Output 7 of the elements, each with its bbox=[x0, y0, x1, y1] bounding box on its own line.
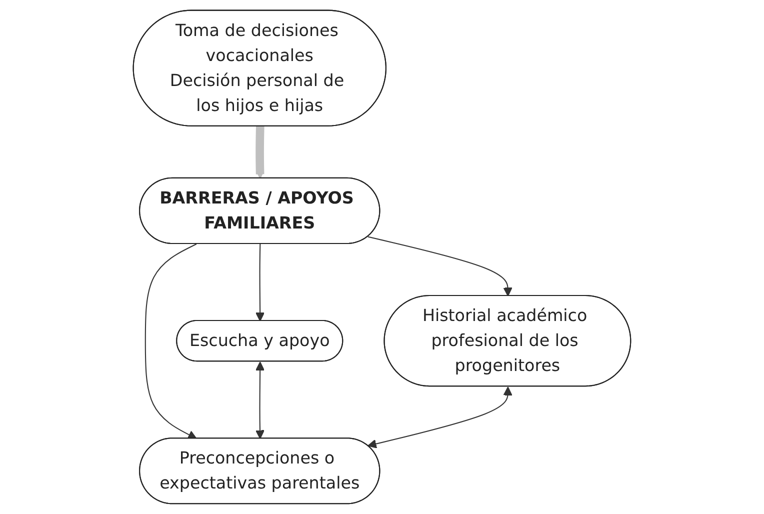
arrow bbox=[256, 244, 265, 322]
arrow bbox=[368, 386, 512, 448]
arrow bbox=[255, 126, 265, 179]
arrow bbox=[368, 236, 512, 296]
arrow bbox=[255, 362, 265, 440]
arrow bbox=[144, 244, 197, 440]
diagram: Toma de decisiones vocacionales Decisión personal de los hijos e hijas BARRERAS / APOYOS FAMILIARES Escucha y apoyo Historial académico profesional de los progenitores Preconcepciones o expectativas parentales bbox=[125, 2, 639, 512]
